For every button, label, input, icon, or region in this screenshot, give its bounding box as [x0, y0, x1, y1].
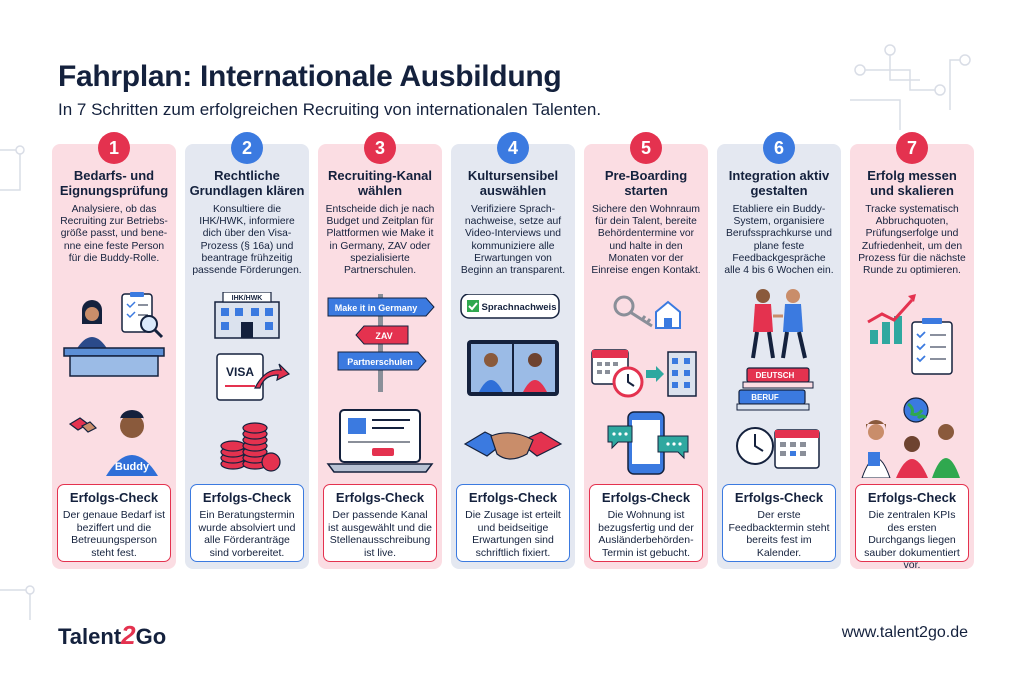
video-interview-illustration: Sprachnachweis: [460, 294, 560, 396]
chamber-building-illustration: IHK/HWK: [214, 292, 280, 339]
sign-partnerschulen: Partnerschulen: [347, 357, 413, 367]
walking-buddies-illustration: [751, 289, 807, 359]
step-number-badge: 3: [364, 132, 396, 164]
website-url-link[interactable]: www.talent2go.de: [841, 624, 968, 641]
step-title: Kultursensibel auswählen: [467, 168, 559, 198]
step-description: Sichere den Wohnraum für dein Talent, be…: [591, 204, 701, 277]
growth-chart-checklist-illustration: [867, 294, 953, 375]
success-check-text: Die zentralen KPIs des ersten Durchgangs…: [864, 509, 960, 572]
step-card-7: 7 Erfolg messen und skalieren Tracke sys…: [850, 132, 974, 571]
step-title: Recruiting-Kanal wählen: [327, 168, 432, 198]
calendar-clock-building-illustration: [591, 349, 697, 398]
step-card-5: 5 Pre-Boarding starten Sichere den Wohnr…: [584, 132, 708, 569]
success-check-title: Erfolgs-Check: [335, 490, 425, 505]
success-check-text: Die Zusage ist erteilt und beidseitige E…: [465, 509, 561, 559]
logo-text-go: Go: [135, 624, 167, 649]
circuit-decoration-left: [0, 145, 25, 191]
signpost-illustration: Make it in Germany ZAV Partnerschulen: [327, 294, 435, 392]
language-books-illustration: DEUTSCH BERUF: [736, 367, 814, 411]
step-description: Entscheide dich je nach Budget und Zeitp…: [325, 204, 435, 277]
sign-zav: ZAV: [375, 331, 392, 341]
recruiter-desk-illustration: [63, 292, 165, 377]
success-check-box: Erfolgs-Check Die zentralen KPIs des ers…: [855, 484, 969, 571]
visa-document-illustration: VISA: [216, 353, 291, 401]
team-globe-illustration: [861, 397, 960, 478]
success-check-text: Die Wohnung ist bezugsfertig und der Aus…: [598, 509, 694, 559]
success-check-box: Erfolgs-Check Der erste Feedbacktermin s…: [722, 484, 836, 562]
step-title: Rechtliche Grundlagen klären: [189, 168, 305, 198]
success-check-box: Erfolgs-Check Der genaue Bedarf ist bezi…: [57, 484, 171, 562]
step-description: Tracke systematisch Abbruchquoten, Prüfu…: [858, 204, 966, 277]
step-number-badge: 4: [497, 132, 529, 164]
success-check-title: Erfolgs-Check: [468, 490, 558, 505]
step-description: Analysiere, ob das Recruiting zur Betrie…: [60, 204, 168, 264]
brand-logo[interactable]: Talent2Go: [58, 620, 166, 651]
success-check-title: Erfolgs-Check: [69, 490, 159, 505]
phone-chat-illustration: [607, 411, 689, 475]
success-check-title: Erfolgs-Check: [867, 490, 957, 505]
success-check-text: Der genaue Bedarf ist beziffert und die …: [62, 509, 166, 559]
step-title: Integration aktiv gestalten: [728, 168, 830, 198]
step-card-6: 6 Integration aktiv gestalten Etabliere …: [717, 132, 841, 569]
buddy-illustration: Buddy: [68, 410, 158, 476]
success-check-text: Ein Beratungstermin wurde absolviert und…: [198, 509, 296, 559]
step-card-1: 1 Bedarfs- und Eignungsprüfung Analysier…: [52, 132, 176, 569]
success-check-title: Erfolgs-Check: [202, 490, 292, 505]
laptop-job-posting-illustration: [326, 409, 434, 473]
coin-stack-illustration: [220, 422, 281, 472]
success-check-text: Der erste Feedbacktermin steht bereits f…: [728, 509, 830, 559]
handshake-illustration: [463, 431, 563, 460]
step-number-badge: 2: [231, 132, 263, 164]
sign-make-it-in-germany: Make it in Germany: [335, 303, 418, 313]
step-card-2: 2 Rechtliche Grundlagen klären Konsultie…: [185, 132, 309, 569]
step-title: Bedarfs- und Eignungsprüfung: [59, 168, 169, 198]
logo-text-talent: Talent: [58, 624, 122, 649]
ihk-hwk-label: IHK/HWK: [232, 295, 263, 302]
step-description: Konsultiere die IHK/HWK, informiere dich…: [192, 204, 302, 277]
page-subtitle: In 7 Schritten zum erfolgreichen Recruit…: [58, 100, 602, 119]
step-title: Erfolg messen und skalieren: [867, 168, 957, 198]
success-check-box: Erfolgs-Check Die Zusage ist erteilt und…: [456, 484, 570, 562]
circuit-decoration-top-right: [850, 44, 971, 130]
success-check-title: Erfolgs-Check: [601, 490, 691, 505]
success-check-text: Der passende Kanal ist ausgewählt und di…: [328, 509, 432, 559]
step-title: Pre-Boarding starten: [604, 168, 688, 198]
clock-calendar-illustration: [736, 427, 820, 469]
page-title: Fahrplan: Internationale Ausbildung: [58, 60, 562, 93]
language-certificate-label: Sprachnachweis: [482, 302, 557, 313]
success-check-box: Erfolgs-Check Ein Beratungstermin wurde …: [190, 484, 304, 562]
book-deutsch-label: DEUTSCH: [756, 371, 795, 380]
step-card-3: 3 Recruiting-Kanal wählen Entscheide dic…: [318, 132, 442, 569]
step-number-badge: 5: [630, 132, 662, 164]
step-card-4: 4 Kultursensibel auswählen Verifiziere S…: [451, 132, 575, 569]
buddy-label: Buddy: [115, 461, 150, 473]
circuit-decoration-bottom-left: [0, 585, 35, 620]
step-number-badge: 6: [763, 132, 795, 164]
keys-and-house-illustration: [613, 295, 681, 329]
visa-label: VISA: [226, 365, 254, 379]
step-number-badge: 7: [896, 132, 928, 164]
book-beruf-label: BERUF: [751, 393, 779, 402]
step-description: Verifiziere Sprach-nachweise, setze auf …: [460, 204, 566, 277]
step-number-badge: 1: [98, 132, 130, 164]
logo-text-2: 2: [121, 620, 136, 650]
steps-container: 1 Bedarfs- und Eignungsprüfung Analysier…: [52, 132, 974, 572]
success-check-box: Erfolgs-Check Der passende Kanal ist aus…: [323, 484, 437, 562]
success-check-box: Erfolgs-Check Die Wohnung ist bezugsfert…: [589, 484, 703, 562]
step-description: Etabliere ein Buddy-System, organisiere …: [724, 204, 834, 277]
success-check-title: Erfolgs-Check: [734, 490, 824, 505]
